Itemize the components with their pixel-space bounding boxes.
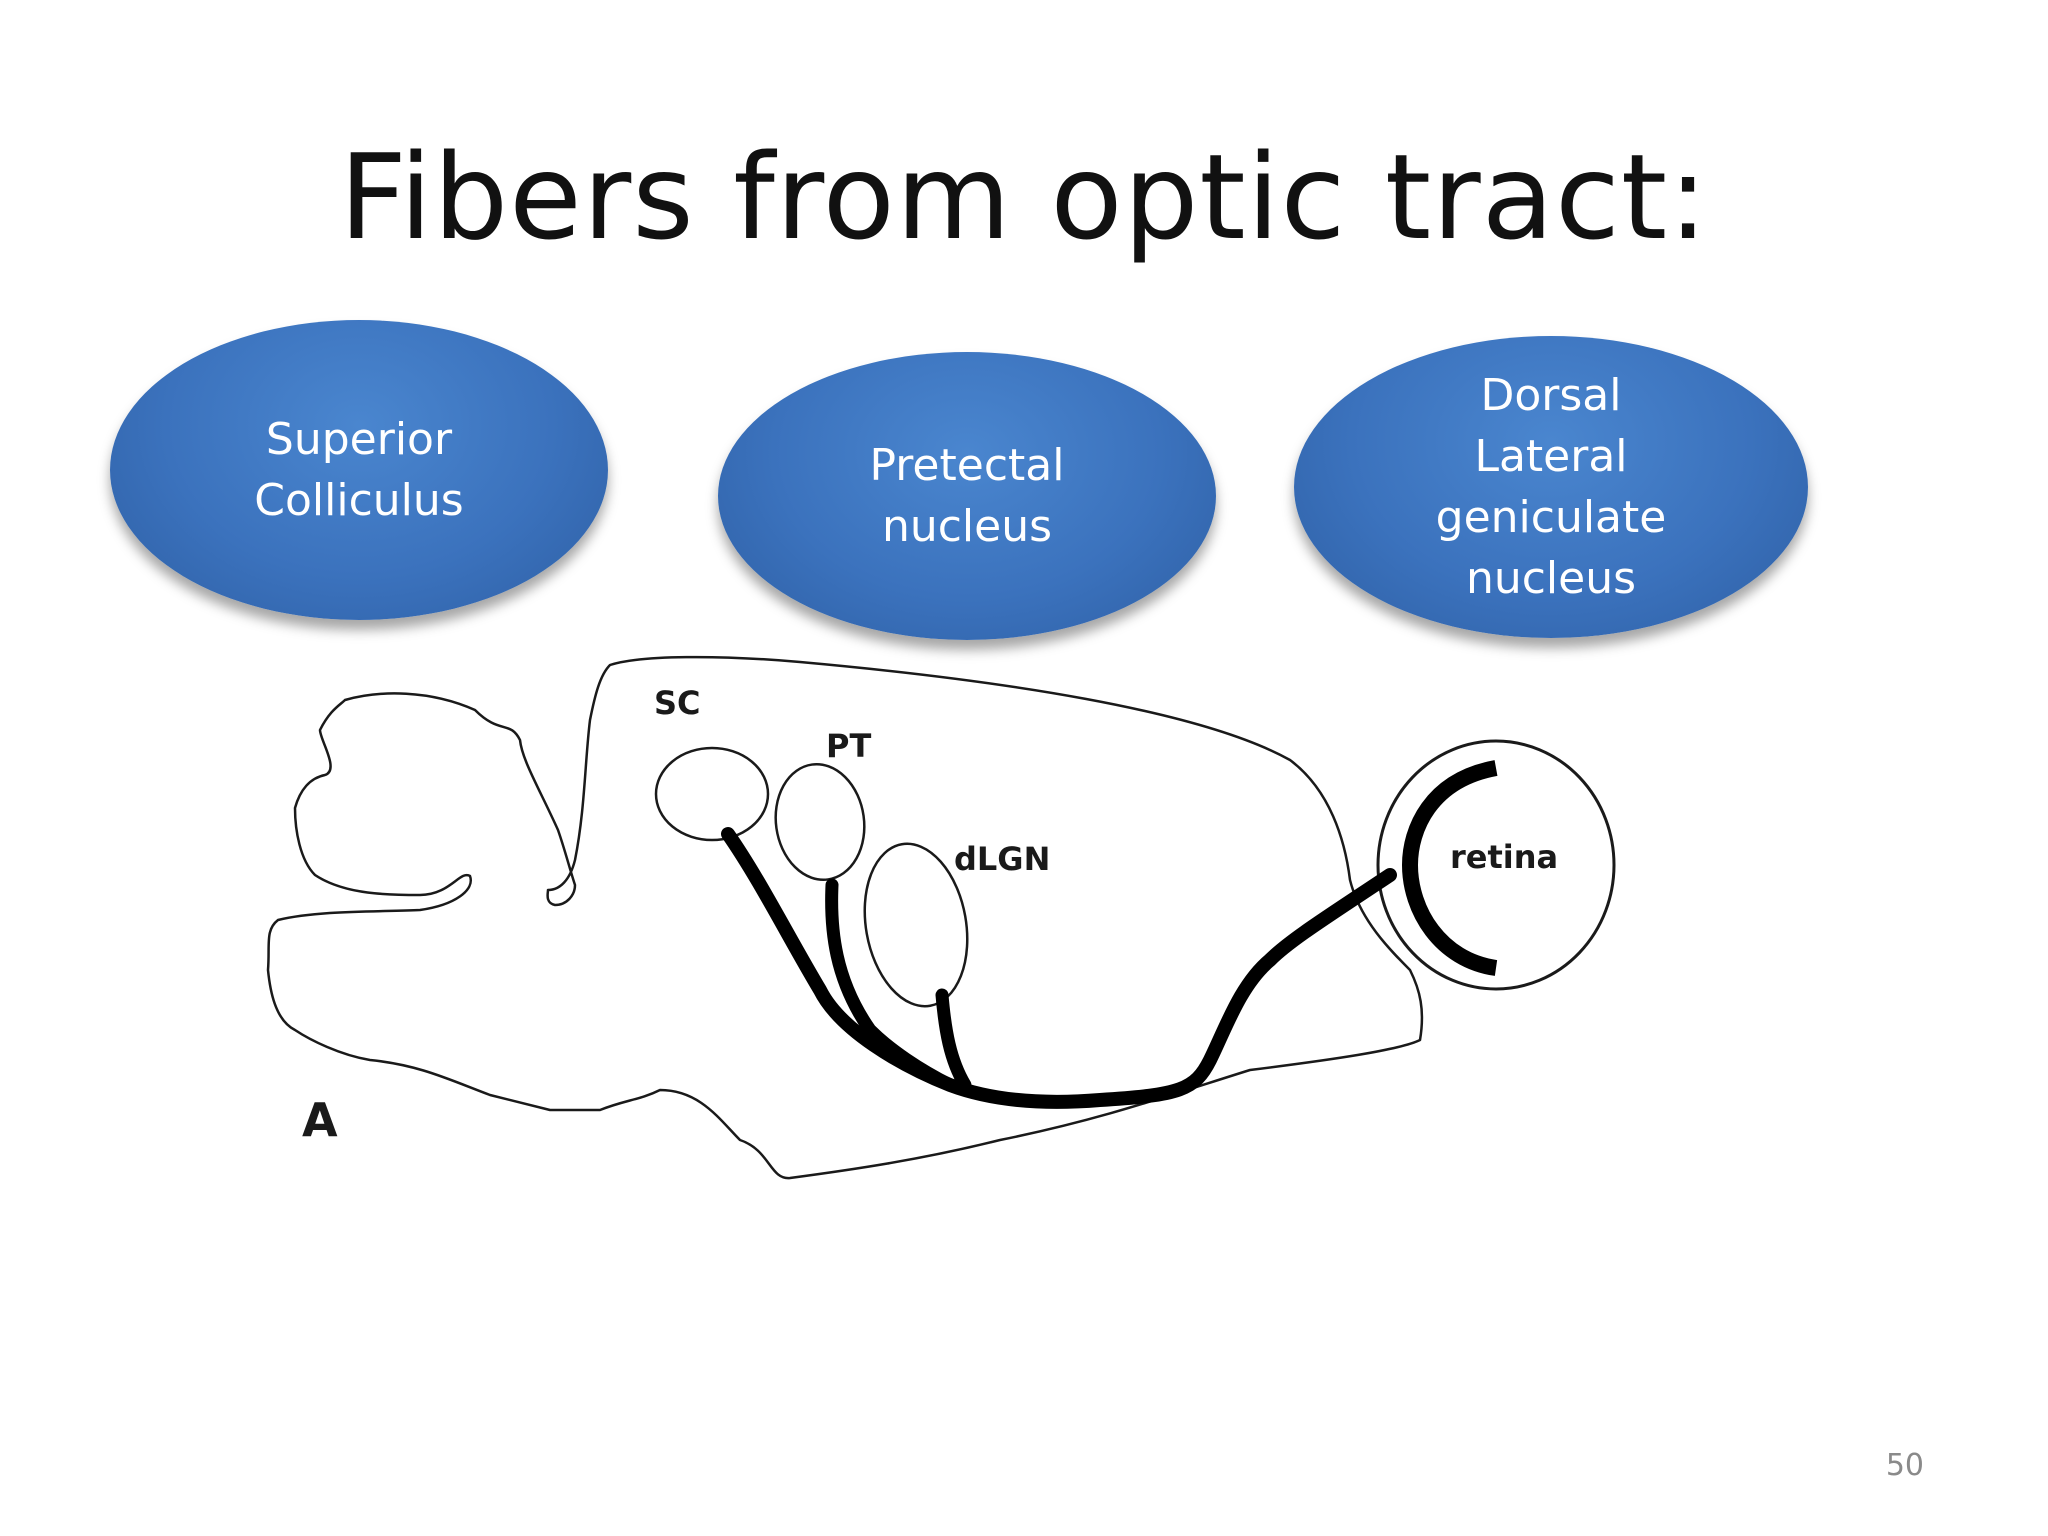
slide-title: Fibers from optic tract: (339, 128, 1709, 266)
label-panel-a: A (302, 1093, 338, 1147)
oval-dorsal-lateral-geniculate-nucleus: Dorsal Lateral geniculate nucleus (1294, 336, 1808, 638)
optic-fiber-main (721, 827, 1397, 1109)
eye-outline (1376, 739, 1616, 991)
pt-nucleus (774, 762, 866, 882)
oval-label: Superior Colliculus (254, 414, 464, 526)
page-number: 50 (1885, 1448, 1924, 1483)
oval-label: Dorsal Lateral geniculate nucleus (1435, 370, 1667, 604)
oval-pretectal-nucleus: Pretectal nucleus (718, 352, 1216, 640)
optic-fiber-pt (825, 878, 957, 1092)
retina-arc (1401, 760, 1498, 976)
oval-superior-colliculus: Superior Colliculus (110, 320, 608, 620)
label-sc: SC (654, 684, 701, 722)
label-pt: PT (826, 727, 871, 765)
label-retina: retina (1450, 838, 1558, 876)
label-dlgn: dLGN (954, 840, 1050, 878)
oval-label: Pretectal nucleus (869, 440, 1065, 552)
brain-outline (266, 655, 1424, 1180)
sc-nucleus (654, 746, 770, 842)
dlgn-nucleus (863, 842, 969, 1008)
optic-fiber-dlgn (935, 988, 972, 1092)
